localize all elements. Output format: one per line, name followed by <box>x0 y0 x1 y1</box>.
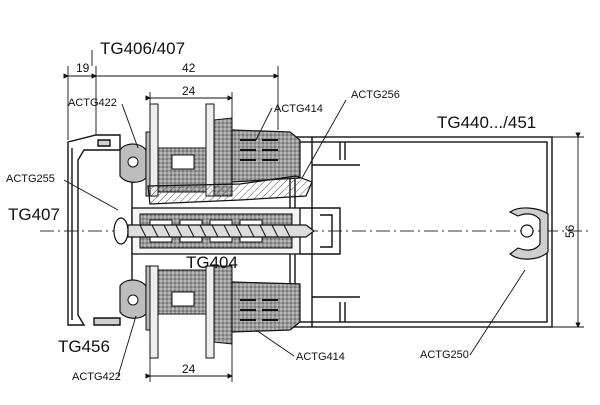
dimension-56: 56 <box>563 224 577 238</box>
profile-tg440 <box>289 136 553 328</box>
label-actg422-bottom: ACTG422 <box>72 371 121 383</box>
label-actg414-bottom: ACTG414 <box>296 351 345 363</box>
gasket-actg414-bottom <box>231 281 301 333</box>
dimension-19: 19 <box>76 61 90 75</box>
label-actg255: ACTG255 <box>6 173 55 185</box>
dimension-lines <box>63 66 584 382</box>
dimension-42: 42 <box>182 61 196 75</box>
gasket-actg422-top <box>119 143 147 183</box>
label-tg440-451: TG440.../451 <box>437 113 536 132</box>
clip-actg250 <box>508 207 549 260</box>
label-tg404: TG404 <box>186 253 238 272</box>
gasket-actg422-bottom <box>119 279 147 319</box>
screw <box>113 217 315 245</box>
label-actg414-top: ACTG414 <box>274 103 323 115</box>
glass-unit-bottom <box>145 265 233 359</box>
dimension-24-top: 24 <box>182 84 196 98</box>
leader-lines <box>63 50 526 377</box>
label-tg456: TG456 <box>58 337 110 356</box>
label-tg407: TG407 <box>8 205 60 224</box>
dimension-24-bottom: 24 <box>182 362 196 376</box>
insert-actg256 <box>147 175 313 205</box>
label-actg256: ACTG256 <box>351 89 400 101</box>
label-tg406-407: TG406/407 <box>100 39 185 58</box>
gasket-actg414-top <box>231 129 301 183</box>
glass-unit-top <box>145 103 233 197</box>
label-actg250: ACTG250 <box>420 349 469 361</box>
label-actg422-top: ACTG422 <box>68 97 117 109</box>
